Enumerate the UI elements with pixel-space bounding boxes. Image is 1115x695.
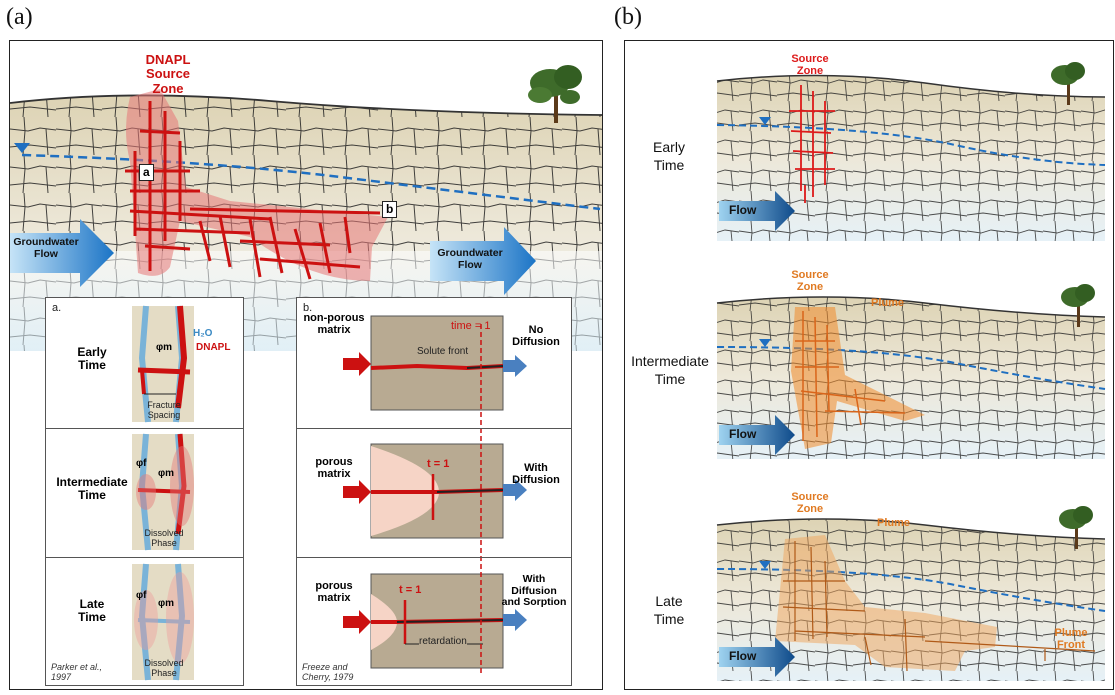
inset-b-row1-mid: Solute front [417,346,469,357]
groundwater-flow-left-arrow [10,219,114,287]
inset-a-row2-phi-f: φf [136,458,147,469]
inset-a-row2-phi-m: φm [158,468,175,479]
inset-a-dnapl-label: DNAPL [196,342,231,353]
intermediate-plume-label: Plume [871,297,905,309]
inset-a-divider-1 [46,428,243,429]
inset-b-row3-marker: t = 1 [399,584,422,596]
early-time-section [716,62,1106,241]
inset-b-title: b. [303,302,313,314]
intermediate-flow-label: Flow [729,427,757,441]
inset-a-citation: Parker et al.,1997 [51,662,103,683]
groundwater-flow-right-arrow [430,227,536,295]
inset-b-divider-2 [297,557,571,558]
inset-a-divider-2 [46,557,243,558]
early-tree-icon [1051,62,1085,105]
inset-b-row2-marker: t = 1 [427,458,450,470]
panel-a-letter: (a) [6,4,33,30]
intermediate-tree-icon [1061,284,1095,327]
late-time-section [716,506,1106,681]
inset-a-row3-phi-m: φm [158,598,175,609]
inset-b: b. [296,297,572,686]
late-tree-icon [1059,506,1093,549]
intermediate-time-section [716,284,1106,459]
marker-a: a [139,164,154,181]
panel-b-letter: (b) [614,4,642,30]
inset-a-title: a. [52,302,62,314]
late-plume-label: Plume [877,517,911,529]
inset-b-row1-marker: time = 1 [451,320,491,332]
late-flow-label: Flow [729,649,757,663]
panel-b-cross-sections [716,62,1106,681]
early-flow-label: Flow [729,203,757,217]
marker-b: b [382,201,398,218]
tree-icon [528,65,582,123]
inset-a-h2o-label: H₂O [193,328,213,339]
inset-b-divider-1 [297,428,571,429]
inset-a-row1-phi-m: φm [156,342,173,353]
inset-b-row3-bottom: retardation [419,636,467,648]
inset-a-row3-phi-f: φf [136,590,147,601]
